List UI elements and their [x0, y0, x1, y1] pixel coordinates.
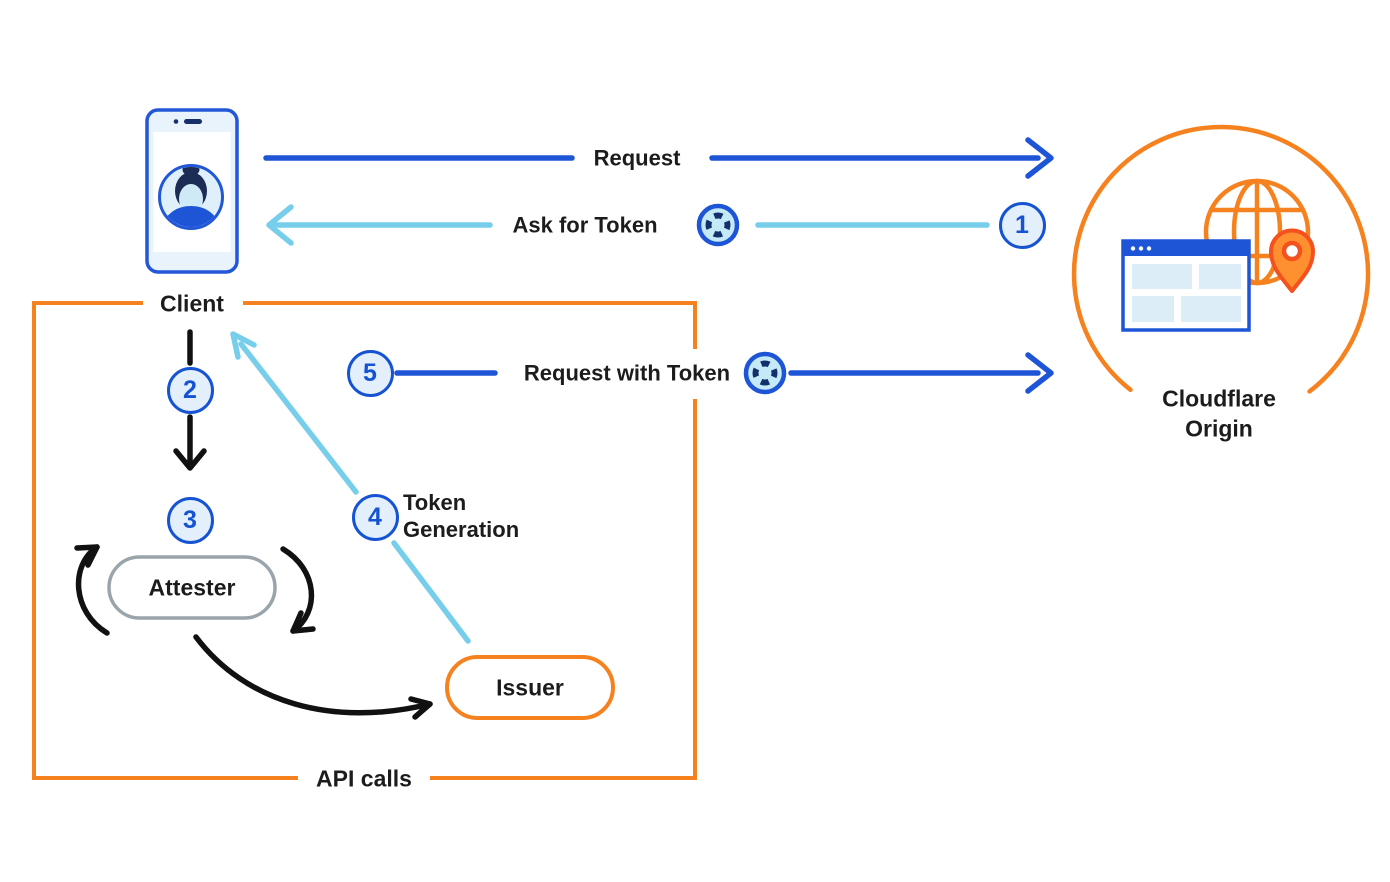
issuer-pill: [445, 655, 615, 720]
arrowhead-right-icon: [1025, 352, 1054, 394]
client-label: Client: [160, 290, 224, 317]
step-badge-4: 4: [351, 493, 399, 541]
attester-loop-arrows: [74, 544, 433, 720]
arrowhead-down-icon: [173, 448, 207, 471]
token-generation-arrow: [230, 331, 471, 644]
arrowhead-icon: [408, 696, 433, 720]
origin-circle: [1071, 124, 1371, 394]
loop-left-arrow: [75, 544, 110, 636]
arrowhead-right-icon: [1025, 137, 1054, 179]
speaker-icon: [184, 119, 202, 124]
token-icon: [746, 354, 784, 392]
step-badge-3: 3: [166, 496, 214, 544]
phone-user-icon: [145, 108, 239, 274]
request-label: Request: [593, 145, 681, 171]
browser-window-icon: [1121, 239, 1251, 332]
token-generation-label: Token Generation: [403, 490, 520, 542]
attester-label: Attester: [148, 574, 236, 601]
arrowhead-upleft-icon: [230, 331, 257, 360]
issuer-label: Issuer: [496, 674, 564, 701]
ask-for-token-label: Ask for Token: [512, 212, 658, 238]
loop-right-arrow: [280, 546, 315, 634]
arrowhead-left-icon: [266, 204, 294, 246]
request-with-token-arrow: [394, 352, 1054, 394]
attester-to-issuer-arrow: [193, 634, 433, 716]
location-pin-icon: [1269, 228, 1315, 293]
cloudflare-origin-label-line2: Origin: [1185, 415, 1253, 442]
arrowhead-icon: [74, 544, 100, 568]
step-badge-5: 5: [346, 349, 394, 397]
attester-pill: [107, 555, 277, 620]
cloudflare-origin-label-line1: Cloudflare: [1162, 385, 1276, 412]
client-to-attester-arrow: [173, 329, 207, 471]
request-with-token-label: Request with Token: [523, 360, 731, 386]
request-arrow: [263, 137, 1054, 179]
token-icon: [699, 206, 737, 244]
cloudflare-origin-node: [1071, 124, 1371, 394]
api-calls-box: [32, 301, 697, 780]
avatar: [158, 164, 224, 230]
arrowhead-icon: [290, 610, 316, 634]
api-calls-label: API calls: [316, 765, 412, 792]
step-badge-1: 1: [998, 201, 1046, 249]
ask-for-token-arrow: [266, 204, 990, 246]
camera-dot-icon: [173, 119, 179, 124]
step-badge-2: 2: [166, 366, 214, 414]
